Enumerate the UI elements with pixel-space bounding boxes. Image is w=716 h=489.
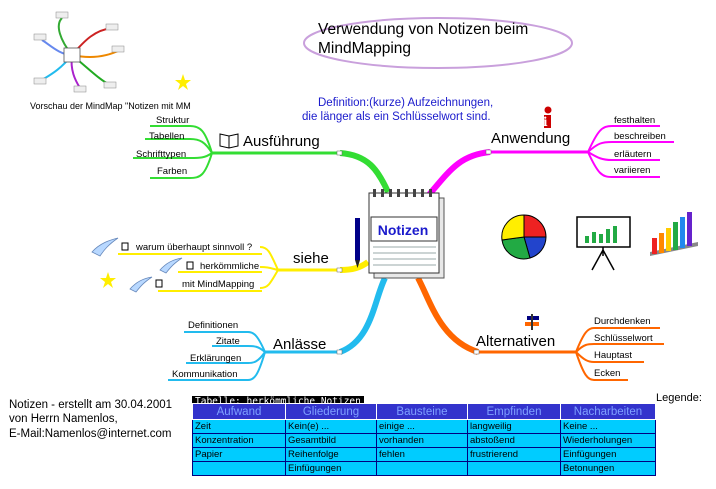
document-icon [121, 242, 194, 288]
link-mit-mindmapping[interactable]: mit MindMapping [182, 279, 255, 290]
branch-ausfuehrung [133, 125, 391, 194]
preview-thumbnail[interactable] [33, 11, 125, 93]
branch-alternativen [415, 276, 664, 381]
link-icon[interactable] [129, 276, 153, 293]
topic-anwendung[interactable]: Anwendung [491, 130, 571, 147]
definition-line-2: die länger als ein Schlüsselwort sind. [302, 111, 491, 123]
signpost-icon [525, 314, 539, 330]
table-cell [467, 461, 561, 476]
credits-line-2: von Herrn Namenlos, [9, 413, 118, 425]
preview-caption: Vorschau der MindMap "Notizen mit MM [30, 101, 191, 111]
table-cell: Keine ... [560, 419, 656, 434]
table-header: Bausteine [376, 403, 468, 420]
table-header: Empfinden [467, 403, 561, 420]
subtopic-schluesselwort[interactable]: Schlüsselwort [594, 333, 653, 344]
table-cell: Wiederholungen [560, 433, 656, 448]
table-cell: Zeit [192, 419, 286, 434]
table-row: Papier Reihenfolge fehlen frustrierend E… [192, 447, 656, 462]
table-cell: frustrierend [467, 447, 561, 462]
center-topic[interactable]: Notizen [377, 222, 429, 238]
info-icon: i [543, 106, 552, 129]
subtopic-erlaeutern[interactable]: erläutern [614, 149, 652, 160]
topic-ausfuehrung[interactable]: Ausführung [243, 133, 320, 150]
link-icon[interactable] [159, 257, 183, 274]
subtopic-struktur[interactable]: Struktur [156, 115, 190, 126]
book-icon [219, 133, 239, 149]
table-cell: Papier [192, 447, 286, 462]
title-ellipse [303, 17, 573, 69]
notes-table: Aufwand Gliederung Bausteine Empfinden N… [192, 403, 656, 476]
pie-chart-icon [501, 214, 547, 260]
svg-text:i: i [543, 115, 548, 129]
subtopic-kommunikation[interactable]: Kommunikation [172, 369, 238, 380]
table-cell [192, 461, 286, 476]
subtopic-beschreiben[interactable]: beschreiben [614, 131, 666, 142]
subtopic-ecken[interactable]: Ecken [594, 368, 621, 379]
table-header: Gliederung [285, 403, 377, 420]
table-cell: Gesamtbild [285, 433, 377, 448]
branch-anwendung [425, 125, 674, 198]
subtopic-farben[interactable]: Farben [157, 166, 188, 177]
subtopic-festhalten[interactable]: festhalten [614, 115, 656, 126]
table-cell: Reihenfolge [285, 447, 377, 462]
subtopic-tabellen[interactable]: Tabellen [149, 131, 185, 142]
center-notepad [355, 189, 445, 279]
table-cell: Kein(e) ... [285, 419, 377, 434]
table-cell: langweilig [467, 419, 561, 434]
star-icon [175, 74, 191, 90]
credits-line-3[interactable]: E-Mail:Namenlos@internet.com [9, 428, 172, 440]
definition-line-1: Definition:(kurze) Aufzeichnungen, [318, 97, 494, 109]
table-cell: Einfügungen [285, 461, 377, 476]
table-cell: Konzentration [192, 433, 286, 448]
table-cell: fehlen [376, 447, 468, 462]
legend-label: Legende: [656, 392, 702, 404]
link-warum-sinnvoll[interactable]: warum überhaupt sinnvoll ? [136, 242, 253, 253]
page-title: Verwendung von Notizen beim MindMapping [318, 21, 529, 57]
table-header-row: Aufwand Gliederung Bausteine Empfinden N… [192, 403, 656, 420]
table-cell: abstoßend [467, 433, 561, 448]
bar-chart-icon [650, 212, 698, 256]
subtopic-erklaerungen[interactable]: Erklärungen [190, 353, 242, 364]
table-cell: Einfügungen [560, 447, 656, 462]
branch-anlaesse [168, 276, 388, 381]
link-herkoemmliche[interactable]: herkömmliche [200, 261, 260, 272]
table-row: Konzentration Gesamtbild vorhanden absto… [192, 433, 656, 448]
topic-alternativen[interactable]: Alternativen [476, 333, 556, 350]
credits-line-1: Notizen - erstellt am 30.04.2001 [9, 399, 173, 411]
presentation-board-icon [576, 216, 631, 271]
table-cell: Betonungen [560, 461, 656, 476]
table-cell: vorhanden [376, 433, 468, 448]
subtopic-definitionen[interactable]: Definitionen [188, 320, 239, 331]
subtopic-schrifttypen[interactable]: Schrifttypen [136, 149, 187, 160]
table-row: Zeit Kein(e) ... einige ... langweilig K… [192, 419, 656, 434]
subtopic-hauptast[interactable]: Hauptast [594, 350, 633, 361]
topic-anlaesse[interactable]: Anlässe [273, 336, 327, 353]
subtopic-durchdenken[interactable]: Durchdenken [594, 316, 651, 327]
table-row: Einfügungen Betonungen [192, 461, 656, 476]
topic-siehe[interactable]: siehe [293, 250, 329, 267]
subtopic-variieren[interactable]: variieren [614, 165, 651, 176]
table-header: Nacharbeiten [560, 403, 656, 420]
table-header: Aufwand [192, 403, 286, 420]
star-icon [100, 272, 116, 288]
link-icon[interactable] [91, 237, 119, 257]
subtopic-zitate[interactable]: Zitate [216, 336, 240, 347]
table-caption: Tabelle: herkömmliche Notizen [192, 391, 364, 409]
table-cell [376, 461, 468, 476]
branch-siehe [118, 246, 370, 292]
table-cell: einige ... [376, 419, 468, 434]
